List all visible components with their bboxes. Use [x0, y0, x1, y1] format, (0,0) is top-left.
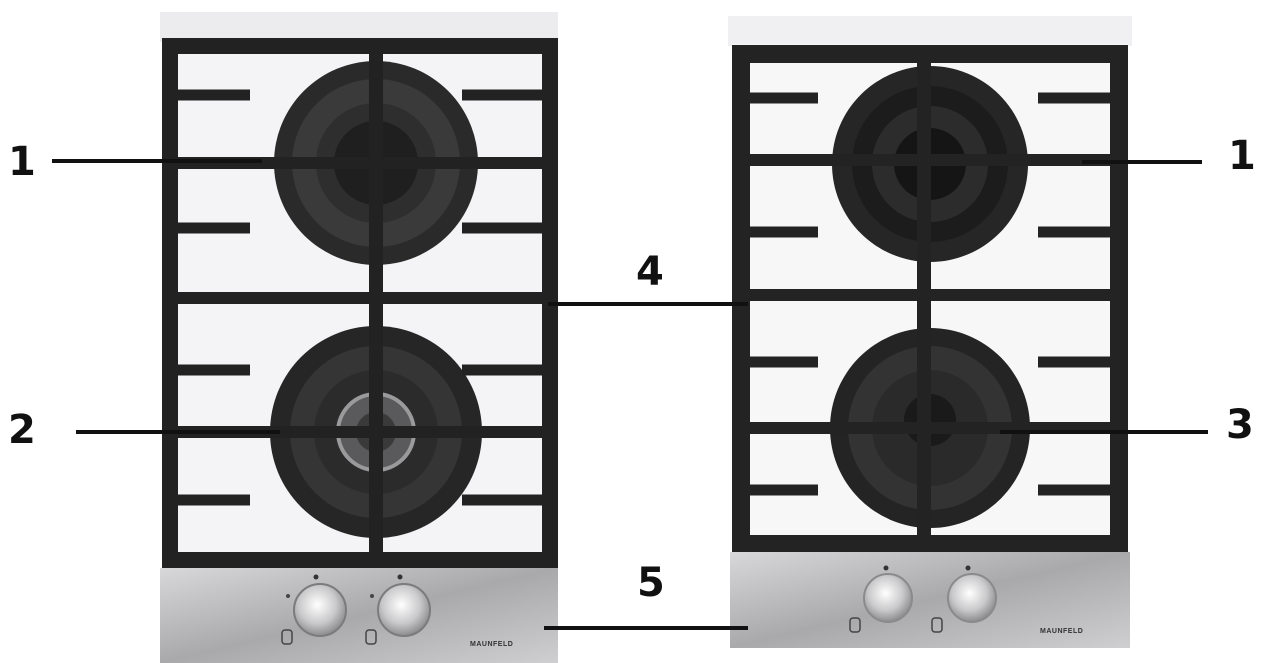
callout-grates: 4: [636, 252, 664, 292]
left-hob-top-edge: [160, 12, 558, 42]
right-brand-logo: MAUNFELD: [1040, 628, 1083, 635]
callout-control-panel: 5: [637, 563, 665, 603]
left-control-panel: [160, 568, 558, 663]
left-hob: [160, 12, 558, 663]
right-hob-top-edge: [728, 16, 1132, 46]
left-knob-icon: [294, 584, 346, 636]
callout-right-bottom-burner: 3: [1226, 405, 1254, 445]
right-knob-icon: [948, 574, 996, 622]
left-brand-logo: MAUNFELD: [470, 641, 513, 648]
callout-left-top-burner: 1: [8, 142, 36, 182]
right-knob-icon: [864, 574, 912, 622]
right-hob: [728, 16, 1132, 648]
callout-left-bottom-burner: 2: [8, 410, 36, 450]
left-knob-icon: [378, 584, 430, 636]
callout-right-top-burner: 1: [1228, 136, 1256, 176]
